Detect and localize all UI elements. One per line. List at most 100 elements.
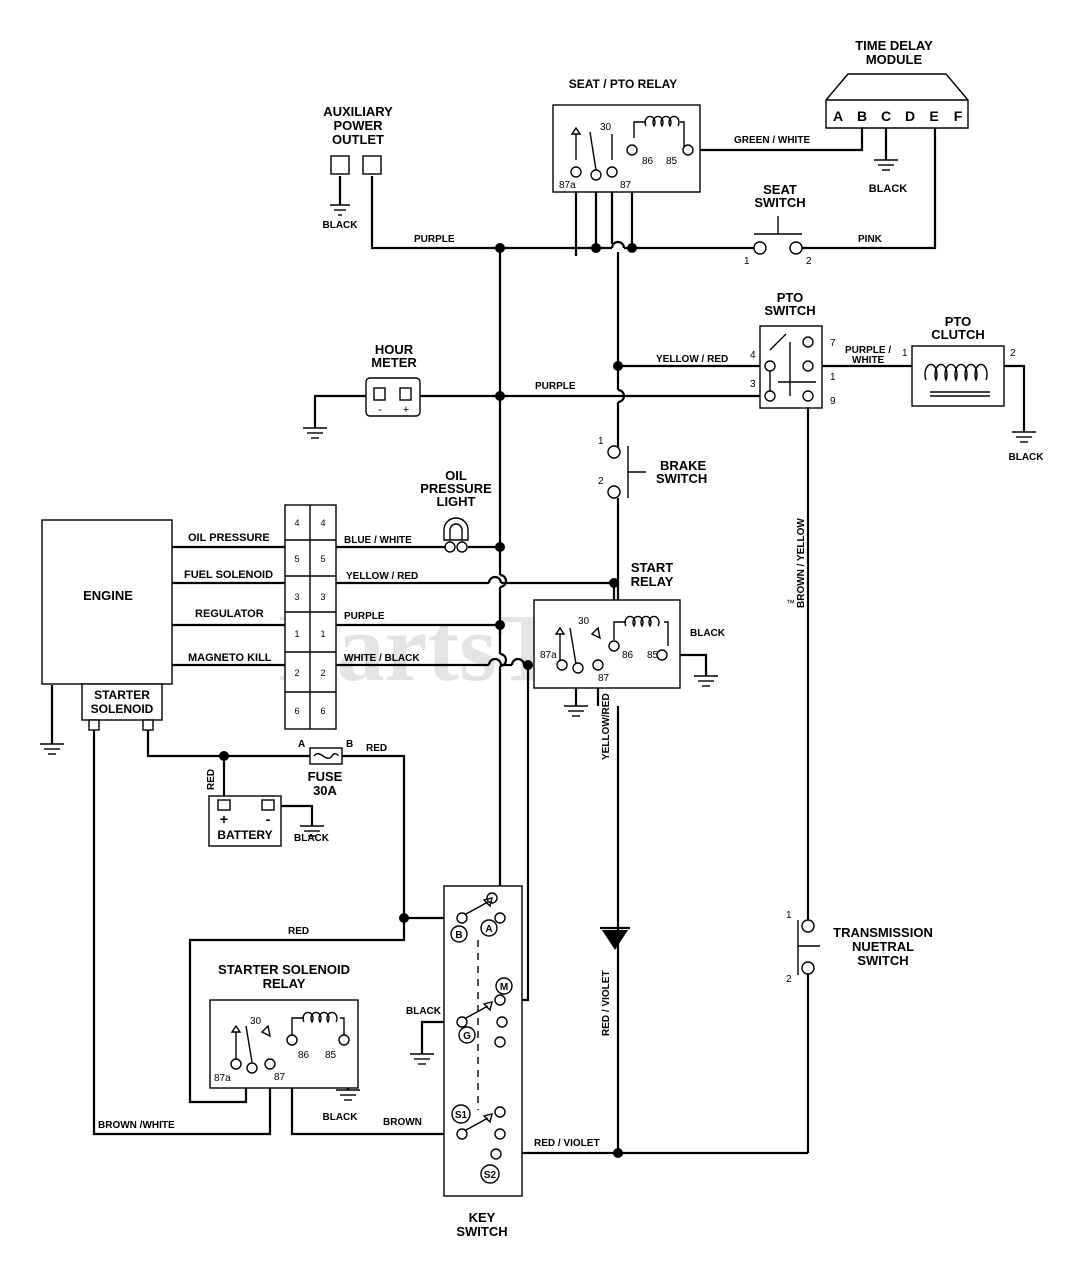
conn-right-pin-1: 1	[320, 629, 325, 639]
start-relay-label-1: START	[631, 560, 673, 575]
watermark-tm: ™	[786, 598, 795, 608]
seat-switch-label-2: SWITCH	[754, 195, 805, 210]
conn-left-pin-5: 5	[294, 554, 299, 564]
hour-meter-label-1: HOUR	[375, 342, 414, 357]
start-relay-pin-30: 30	[578, 616, 590, 627]
connector-block: 4 5 3 1 2 6 4 5 3 1 2 6 YELLOW / RED PUR…	[284, 504, 420, 730]
ss-relay-pin-87: 87	[274, 1072, 286, 1083]
wire-label-yellow-red-1: YELLOW / RED	[656, 354, 728, 365]
wire-label-black-tdm: BLACK	[869, 183, 908, 195]
key-terminal-b: B	[455, 930, 462, 941]
key-terminal-g: G	[463, 1031, 471, 1042]
conn-right-pin-5: 5	[320, 554, 325, 564]
ss-relay-pin-30: 30	[250, 1016, 262, 1027]
ground-symbol	[564, 705, 588, 717]
wire-label-black-battery: BLACK	[294, 833, 330, 844]
start-relay-pin-87a: 87a	[540, 650, 557, 661]
pto-switch-pin-1: 1	[830, 372, 836, 383]
hour-meter-label-2: METER	[371, 355, 417, 370]
engine: ENGINE OIL PRESSURE FUEL SOLENOID REGULA…	[40, 519, 273, 755]
wire-label-brown-yellow: BROWN / YELLOW	[796, 518, 807, 608]
start-relay-pin-87: 87	[598, 673, 610, 684]
ss-relay-pin-87a: 87a	[214, 1073, 231, 1084]
key-terminal-s1: S1	[455, 1110, 468, 1121]
wire-label-red-battery: RED	[206, 769, 217, 790]
wire-label-black-start: BLACK	[690, 628, 726, 639]
seat-switch: SEAT SWITCH 1 2 PINK	[744, 182, 883, 267]
pto-clutch-label-1: PTO	[945, 314, 972, 329]
tdm-pin-c: C	[881, 108, 891, 124]
oil-pressure-light: OIL PRESSURE LIGHT BLUE / WHITE	[344, 468, 492, 553]
wire-label-purple-white-1: PURPLE /	[845, 345, 891, 356]
starter-solenoid-label-2: SOLENOID	[91, 702, 154, 716]
pto-clutch-pin-1: 1	[902, 348, 908, 359]
starter-solenoid-relay: STARTER SOLENOID RELAY 30 87a 87 86 85 B…	[98, 926, 422, 1131]
transmission-neutral-switch: 1 2 TRANSMISSION NUETRAL SWITCH	[786, 910, 933, 985]
key-terminal-a: A	[485, 924, 492, 935]
trans-switch-label-2: NUETRAL	[852, 939, 914, 954]
tdm-pin-a: A	[833, 108, 843, 124]
wire-label-purple-hour: PURPLE	[535, 381, 576, 392]
wire-label-red-ssr: RED	[288, 926, 309, 937]
seat-relay-pin-86: 86	[642, 156, 654, 167]
pto-switch-pin-3: 3	[750, 379, 756, 390]
seat-switch-pin-2: 2	[806, 256, 812, 267]
pto-switch-label-2: SWITCH	[764, 303, 815, 318]
wire-label-black-aux: BLACK	[323, 220, 359, 231]
conn-left-pin-3: 3	[294, 592, 299, 602]
wire-label-purple-white-2: WHITE	[852, 355, 885, 366]
fuse-rating: 30A	[313, 783, 337, 798]
time-delay-module-title-1: TIME DELAY	[855, 38, 933, 53]
wire-label-red-fuse: RED	[366, 743, 387, 754]
wire-label-yellow-red-vert: YELLOW/RED	[601, 693, 612, 760]
pto-clutch: PTO CLUTCH 1 2 BLACK	[902, 314, 1044, 463]
conn-right-pin-4: 4	[320, 518, 325, 528]
conn-left-pin-4: 4	[294, 518, 299, 528]
tdm-pin-f: F	[954, 108, 963, 124]
wire-label-brown-white: BROWN /WHITE	[98, 1120, 175, 1131]
brake-switch-label-2: SWITCH	[656, 471, 707, 486]
conn-right-pin-3: 3	[320, 592, 325, 602]
hour-meter-minus: -	[378, 404, 382, 416]
fuse-label: FUSE	[308, 769, 343, 784]
ground-symbol	[40, 743, 64, 755]
ground-symbol	[300, 825, 324, 837]
wire-label-blue-white: BLUE / WHITE	[344, 535, 412, 546]
fuse-pin-b: B	[346, 739, 353, 750]
key-switch: B A M G BLACK S1 S2 KEY SWITCH RED / V	[406, 885, 600, 1239]
pto-clutch-label-2: CLUTCH	[931, 327, 984, 342]
pto-switch-pin-9: 9	[830, 396, 836, 407]
ground-symbol	[336, 1089, 360, 1101]
ss-relay-label-2: RELAY	[263, 976, 306, 991]
trans-switch-pin-2: 2	[786, 974, 792, 985]
ground-symbol	[874, 159, 898, 171]
engine-lead-regulator: REGULATOR	[195, 608, 264, 620]
pto-switch-label-1: PTO	[777, 290, 804, 305]
battery-minus: -	[266, 811, 271, 827]
tdm-pin-d: D	[905, 108, 915, 124]
pto-switch: PTO SWITCH 4 3 7 1 9 YELLOW / RED PURPLE…	[656, 290, 891, 409]
seat-switch-pin-1: 1	[744, 256, 750, 267]
ground-symbol	[694, 675, 718, 687]
oil-light-label-1: OIL	[445, 468, 467, 483]
oil-light-label-2: PRESSURE	[420, 481, 492, 496]
brake-switch-label-1: BRAKE	[660, 458, 707, 473]
ss-relay-label-1: STARTER SOLENOID	[218, 962, 350, 977]
auxiliary-power-outlet: AUXILIARY POWER OUTLET BLACK PURPLE	[323, 104, 455, 245]
hour-meter: HOUR METER - + PURPLE	[303, 342, 576, 439]
wire-label-yellow-red-2: YELLOW / RED	[346, 571, 418, 582]
junctions	[219, 243, 637, 1158]
wire-label-brown: BROWN	[383, 1117, 422, 1128]
start-relay-pin-85: 85	[647, 650, 659, 661]
conn-right-pin-2: 2	[320, 668, 325, 678]
battery: RED + - BATTERY BLACK	[206, 769, 330, 847]
wire-label-purple-reg: PURPLE	[344, 611, 385, 622]
brake-switch: 1 2 BRAKE SWITCH	[598, 436, 707, 499]
wire-label-purple-top: PURPLE	[414, 234, 455, 245]
fuse-pin-a: A	[298, 739, 305, 750]
ground-symbol	[410, 1053, 434, 1065]
trans-switch-label-3: SWITCH	[857, 953, 908, 968]
wire-label-red-violet-vert: RED / VIOLET	[601, 970, 612, 1036]
wire-label-white-black: WHITE / BLACK	[344, 653, 420, 664]
fuse: A B FUSE 30A RED	[298, 739, 387, 798]
